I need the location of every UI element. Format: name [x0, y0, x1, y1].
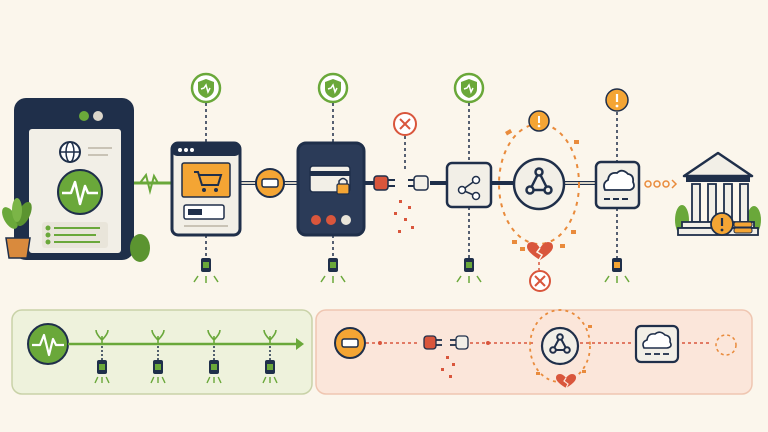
green-probe-icon: [206, 329, 222, 384]
scattered-debris: [441, 356, 455, 378]
gold-coin-warning-icon: [710, 212, 753, 236]
green-probe-icon: [320, 258, 346, 283]
server-health-monitor: [2, 98, 150, 262]
green-probe-icon: [262, 329, 278, 384]
webhook-icon: [549, 333, 571, 354]
bank-stage: [675, 151, 761, 236]
empty-endpoint-icon: [715, 334, 737, 356]
green-probe-icon: [193, 258, 219, 283]
yellow-probe-icon: [604, 258, 630, 283]
shield-check-icon: [190, 72, 222, 104]
scattered-debris: [394, 200, 414, 233]
green-probe-icon: [94, 329, 110, 384]
plant-icon: [2, 198, 32, 259]
coin-icon: [255, 168, 285, 198]
broken-flow-panel: [315, 309, 753, 395]
warning-icon: [528, 110, 550, 132]
webhook-stage: [498, 110, 580, 292]
unplugged-cable-icon: [423, 335, 469, 350]
payment-stage: [296, 72, 366, 283]
disconnect-stage: [373, 112, 429, 233]
green-probe-icon: [150, 329, 166, 384]
heartbeat-icon: [27, 323, 69, 365]
probe-row: [94, 329, 278, 384]
shopping-cart-icon: [181, 162, 231, 198]
coin-icon: [334, 327, 366, 359]
loop-fragments: [505, 129, 579, 251]
webhook-icon: [525, 167, 553, 195]
error-x-icon: [529, 270, 551, 292]
share-nodes-icon: [457, 175, 481, 201]
loop-fragments: [536, 325, 592, 375]
error-x-icon: [393, 112, 417, 136]
warning-icon: [605, 88, 629, 112]
shield-check-icon: [453, 72, 485, 104]
broken-heart-icon: [527, 242, 553, 261]
fading-dots: [644, 179, 678, 189]
cloud-service-stage: [594, 88, 678, 283]
shield-check-icon: [317, 72, 349, 104]
unplugged-cable-icon: [373, 175, 429, 191]
lock-icon: [336, 177, 350, 195]
globe-icon: [59, 141, 81, 163]
cloud-icon: [603, 169, 635, 191]
cloud-icon: [642, 331, 672, 355]
healthy-flow-panel: [11, 309, 313, 395]
connector-hub-stage: [445, 72, 493, 283]
green-probe-icon: [456, 258, 482, 283]
heartbeat-icon: [57, 169, 103, 215]
checkout-stage: [170, 72, 242, 283]
broken-heart-icon: [556, 374, 576, 389]
